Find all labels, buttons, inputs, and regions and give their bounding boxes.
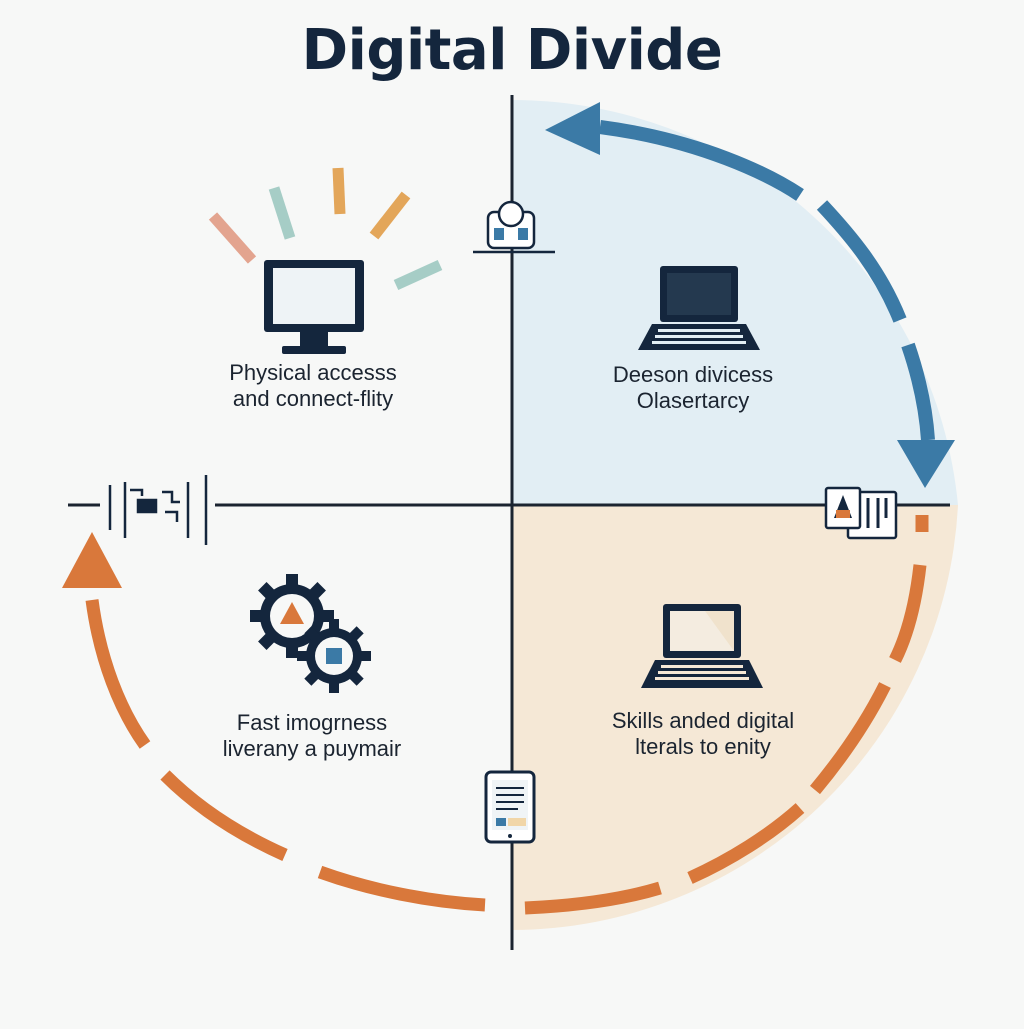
desktop-monitor-icon: [264, 260, 364, 354]
quadrant-label-line: lterals to enity: [635, 734, 771, 759]
tablet-icon: [484, 770, 536, 844]
quadrant-label-progress: Fast imogrness liveranу a puymair: [162, 710, 462, 762]
blue-cycle-arrow: [545, 102, 955, 488]
orange-cycle-arrow: [85, 515, 929, 915]
blue-arrowhead-down: [897, 440, 955, 488]
gears-icon: [250, 574, 371, 693]
quadrant-label-line: liveranу a puymair: [222, 736, 402, 761]
quadrant-label-line: and connect-flity: [232, 386, 394, 411]
page-title: Digital Divide: [301, 18, 723, 83]
blue-arrowhead-left: [545, 102, 600, 155]
quadrant-label-line: Skills anded digital: [611, 708, 795, 733]
sparkle-rays-icon: [208, 167, 443, 291]
laptop-icon-q2: [638, 266, 760, 350]
quadrant-label-line: Deeson divicess: [612, 362, 774, 387]
quadrant-label-skills: Skills anded digital lterals to enity: [548, 708, 858, 760]
quadrant-label-line: Physical accesss: [229, 360, 397, 385]
quadrant-fill-bottom-right: [512, 505, 958, 930]
laptop-icon-q4: [641, 604, 763, 688]
quadrant-label-line: Fast imogrness: [236, 710, 388, 735]
document-icon: [824, 486, 898, 540]
quadrant-label-devices: Deeson divicess Olasertarcy: [548, 362, 838, 414]
quadrant-label-line: Olasertarcy: [636, 388, 750, 413]
quadrant-label-physical-access: Physical accesss and connect-flity: [168, 360, 458, 412]
person-icon: [473, 200, 555, 254]
orange-arrowhead-up: [62, 532, 122, 588]
circuit-icon: [108, 475, 208, 545]
